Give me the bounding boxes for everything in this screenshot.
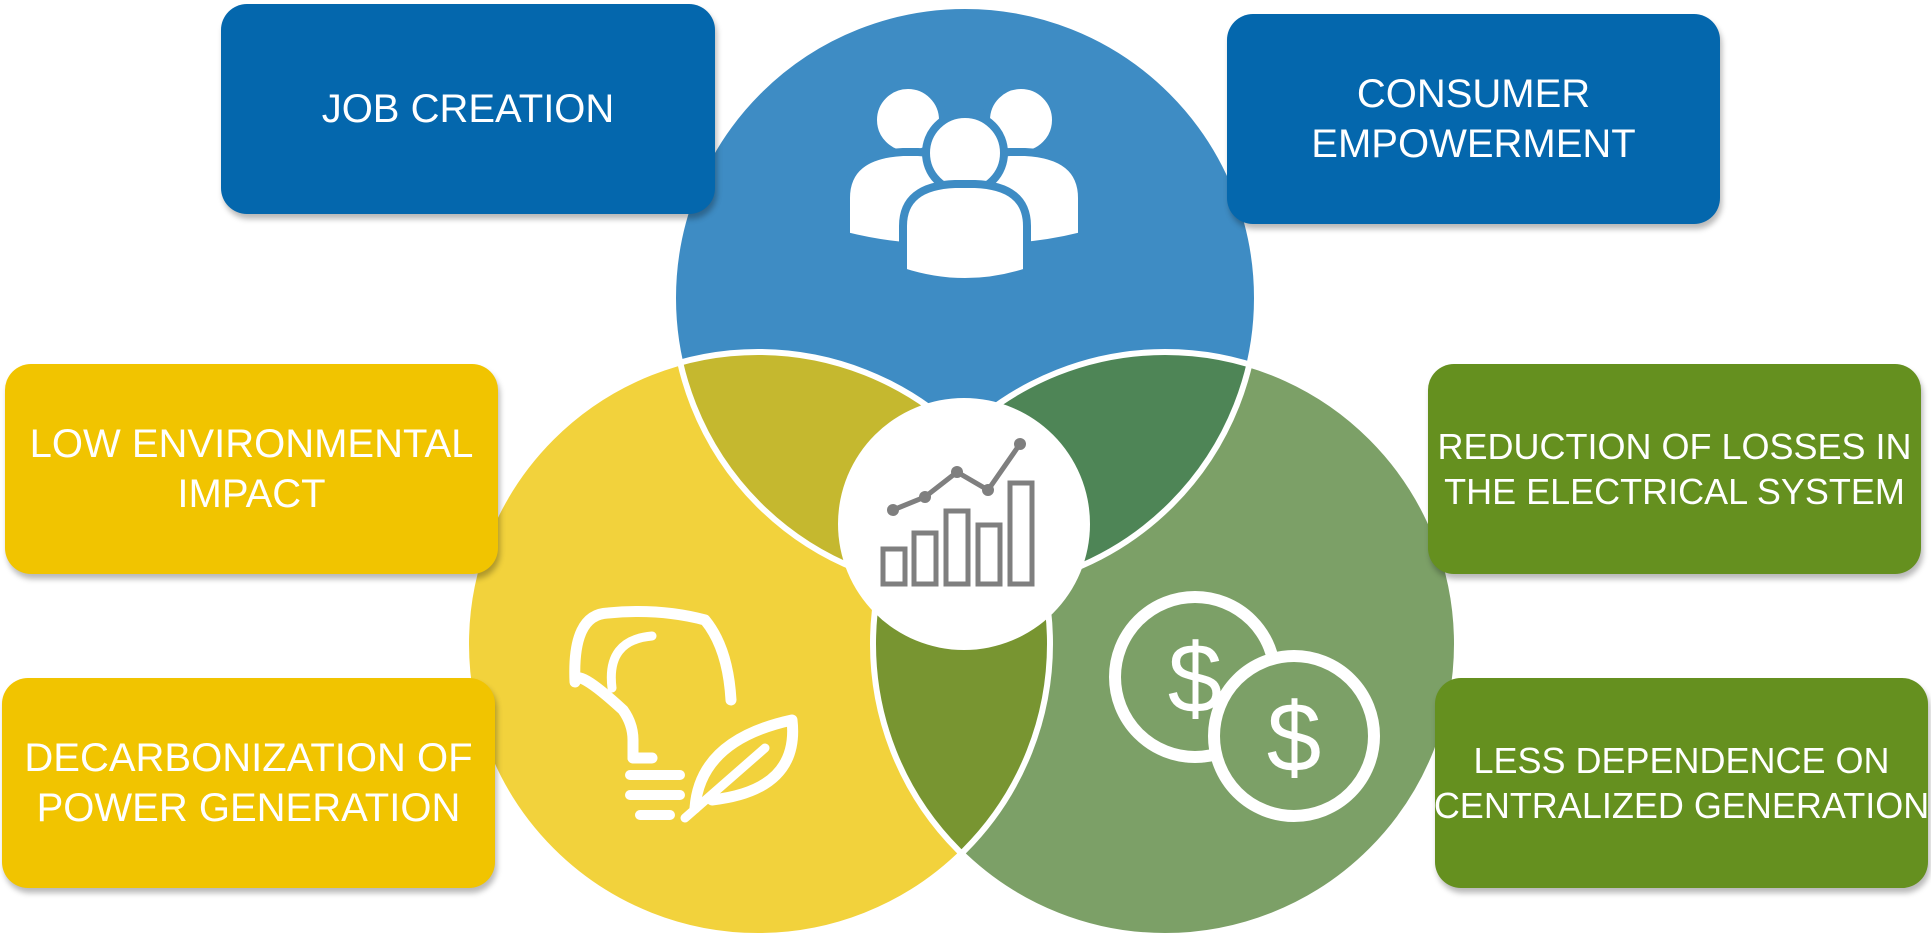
reduction-of-losses-line-2: THE ELECTRICAL SYSTEM xyxy=(1444,471,1905,512)
circle-outlines xyxy=(463,3,1460,938)
lightbulb-leaf-icon xyxy=(569,606,799,823)
dollar-coins-icon: $ $ xyxy=(1109,591,1380,822)
decarbonization-line-2: POWER GENERATION xyxy=(36,786,461,830)
job-creation-box: JOB CREATION xyxy=(221,4,715,214)
center-disc xyxy=(838,398,1090,650)
less-dependence-line-1: LESS DEPENDENCE ON xyxy=(1473,740,1890,781)
job-creation-line-1: JOB CREATION xyxy=(321,87,615,131)
reduction-of-losses-box: REDUCTION OF LOSSES IN THE ELECTRICAL SY… xyxy=(1428,364,1921,574)
reduction-of-losses-line-1: REDUCTION OF LOSSES IN xyxy=(1437,426,1912,467)
decarbonization-line-1: DECARBONIZATION OF xyxy=(24,736,473,780)
decarbonization-box: DECARBONIZATION OF POWER GENERATION xyxy=(2,678,495,888)
svg-text:$: $ xyxy=(1267,682,1322,792)
growth-chart-icon xyxy=(880,438,1035,587)
consumer-empowerment-line-2: EMPOWERMENT xyxy=(1311,122,1636,166)
consumer-empowerment-box: CONSUMER EMPOWERMENT xyxy=(1227,14,1720,224)
low-environmental-impact-box: LOW ENVIRONMENTAL IMPACT xyxy=(5,364,498,574)
less-dependence-line-2: CENTRALIZED GENERATION xyxy=(1433,785,1930,826)
low-environmental-impact-line-2: IMPACT xyxy=(177,472,326,516)
consumer-empowerment-line-1: CONSUMER xyxy=(1356,72,1591,116)
less-dependence-box: LESS DEPENDENCE ON CENTRALIZED GENERATIO… xyxy=(1433,678,1930,888)
people-icon xyxy=(842,81,1086,286)
low-environmental-impact-line-1: LOW ENVIRONMENTAL xyxy=(29,422,474,466)
